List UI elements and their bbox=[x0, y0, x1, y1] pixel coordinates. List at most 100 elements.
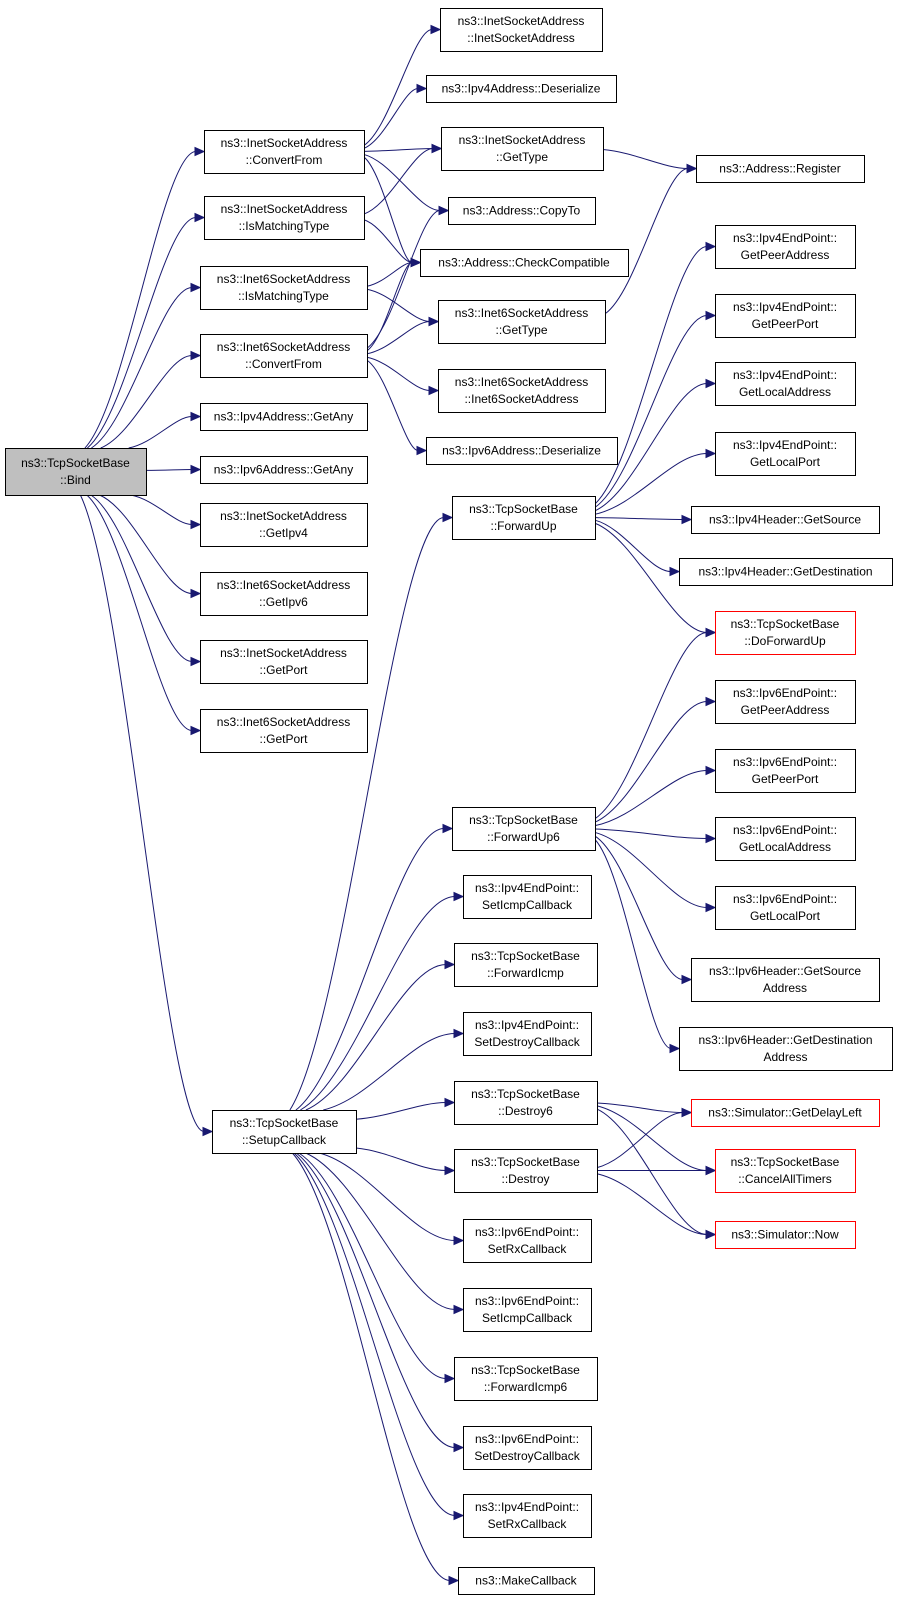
node-destroy[interactable]: ns3::TcpSocketBase::Destroy bbox=[454, 1149, 598, 1193]
edge-destroy6-to-sim-now bbox=[596, 1108, 717, 1240]
node-box bbox=[200, 572, 368, 616]
edge-fwdup6-to-ipv6h-dst bbox=[594, 839, 681, 1054]
node-ipv4-deser[interactable]: ns3::Ipv4Address::Deserialize bbox=[426, 75, 617, 103]
node-label: ns3::Ipv4EndPoint:: bbox=[733, 231, 837, 245]
node-label: ::GetIpv4 bbox=[259, 526, 308, 540]
node-isa-gettype[interactable]: ns3::InetSocketAddress::GetType bbox=[441, 127, 604, 171]
node-label: SetDestroyCallback bbox=[474, 1035, 580, 1049]
node-ep4-setrx[interactable]: ns3::Ipv4EndPoint::SetRxCallback bbox=[463, 1494, 592, 1538]
edge-fwdup6-to-ipv6h-src bbox=[594, 835, 693, 985]
edge-fwdup-to-ep4-peerport bbox=[594, 310, 717, 508]
node-box bbox=[452, 496, 596, 540]
edge-isa-cf-to-addr-check bbox=[363, 156, 422, 268]
node-i6sa-ctor[interactable]: ns3::Inet6SocketAddress::Inet6SocketAddr… bbox=[438, 369, 606, 413]
edge-fwdup6-to-ep6-peerport bbox=[594, 765, 717, 827]
node-addr-check[interactable]: ns3::Address::CheckCompatible bbox=[420, 249, 629, 277]
node-ep6-peerport[interactable]: ns3::Ipv6EndPoint::GetPeerPort bbox=[715, 749, 856, 793]
node-label: ns3::Inet6SocketAddress bbox=[217, 272, 350, 286]
node-box bbox=[715, 886, 856, 930]
node-ep4-localport[interactable]: ns3::Ipv4EndPoint::GetLocalPort bbox=[715, 432, 856, 476]
node-label: ns3::Ipv4EndPoint:: bbox=[733, 368, 837, 382]
node-fwdicmp[interactable]: ns3::TcpSocketBase::ForwardIcmp bbox=[454, 943, 598, 987]
node-addr-copyto[interactable]: ns3::Address::CopyTo bbox=[448, 197, 596, 225]
node-setup[interactable]: ns3::TcpSocketBase::SetupCallback bbox=[212, 1110, 357, 1154]
node-isa-ctor[interactable]: ns3::InetSocketAddress::InetSocketAddres… bbox=[440, 8, 603, 52]
node-i6sa-getport[interactable]: ns3::Inet6SocketAddress::GetPort bbox=[200, 709, 368, 753]
node-label: ns3::TcpSocketBase bbox=[230, 1116, 339, 1130]
node-sim-delay[interactable]: ns3::Simulator::GetDelayLeft bbox=[691, 1099, 880, 1127]
node-box bbox=[438, 300, 606, 344]
node-cancel-timers[interactable]: ns3::TcpSocketBase::CancelAllTimers bbox=[715, 1149, 856, 1193]
node-box bbox=[679, 558, 893, 586]
node-i6sa-getipv6[interactable]: ns3::Inet6SocketAddress::GetIpv6 bbox=[200, 572, 368, 616]
node-fwdup6[interactable]: ns3::TcpSocketBase::ForwardUp6 bbox=[452, 807, 596, 851]
edge-destroy6-to-sim-delay bbox=[596, 1102, 693, 1118]
edge-fwdup-to-ep4-localport bbox=[594, 448, 717, 515]
node-ipv6-any[interactable]: ns3::Ipv6Address::GetAny bbox=[200, 456, 368, 484]
edge-destroy-to-sim-now bbox=[596, 1173, 717, 1240]
node-box bbox=[715, 817, 856, 861]
node-label: ns3::Ipv4EndPoint:: bbox=[475, 881, 579, 895]
node-label: ns3::Inet6SocketAddress bbox=[455, 306, 588, 320]
node-makecb[interactable]: ns3::MakeCallback bbox=[458, 1567, 595, 1595]
node-fwdup[interactable]: ns3::TcpSocketBase::ForwardUp bbox=[452, 496, 596, 540]
node-dofwdup[interactable]: ns3::TcpSocketBase::DoForwardUp bbox=[715, 611, 856, 655]
node-box bbox=[715, 1149, 856, 1193]
edge-bind-to-i6sa-imt bbox=[91, 282, 202, 449]
edge-i6sa-cf-to-addr-copyto bbox=[366, 205, 450, 349]
node-ipv6-deser[interactable]: ns3::Ipv6Address::Deserialize bbox=[426, 437, 618, 465]
node-addr-register[interactable]: ns3::Address::Register bbox=[696, 155, 865, 183]
node-ep4-peerport[interactable]: ns3::Ipv4EndPoint::GetPeerPort bbox=[715, 294, 856, 338]
node-label: ns3::Inet6SocketAddress bbox=[217, 578, 350, 592]
edge-fwdup-to-ipv4h-src bbox=[594, 514, 693, 525]
node-label: ns3::Inet6SocketAddress bbox=[217, 340, 350, 354]
node-destroy6[interactable]: ns3::TcpSocketBase::Destroy6 bbox=[454, 1081, 598, 1125]
node-fwdicmp6[interactable]: ns3::TcpSocketBase::ForwardIcmp6 bbox=[454, 1357, 598, 1401]
node-box bbox=[715, 1221, 856, 1249]
edge-isa-cf-to-isa-ctor bbox=[363, 24, 442, 146]
node-label: ns3::TcpSocketBase bbox=[471, 1363, 580, 1377]
node-label: ns3::Ipv4Address::GetAny bbox=[214, 410, 353, 424]
node-label: ns3::TcpSocketBase bbox=[471, 1155, 580, 1169]
node-ipv4-any[interactable]: ns3::Ipv4Address::GetAny bbox=[200, 403, 368, 431]
node-box bbox=[200, 640, 368, 684]
edge-bind-to-i6sa-cf bbox=[100, 350, 202, 449]
node-label: ns3::Inet6SocketAddress bbox=[455, 375, 588, 389]
node-label: GetLocalPort bbox=[750, 909, 821, 923]
node-isa-getipv4[interactable]: ns3::InetSocketAddress::GetIpv4 bbox=[200, 503, 368, 547]
node-label: ns3::Address::Register bbox=[719, 162, 840, 176]
node-bind[interactable]: ns3::TcpSocketBase::Bind bbox=[5, 448, 147, 496]
node-ipv4h-src[interactable]: ns3::Ipv4Header::GetSource bbox=[691, 506, 880, 534]
node-ipv4h-dst[interactable]: ns3::Ipv4Header::GetDestination bbox=[679, 558, 893, 586]
node-label: ns3::Ipv4EndPoint:: bbox=[733, 438, 837, 452]
node-isa-cf[interactable]: ns3::InetSocketAddress::ConvertFrom bbox=[204, 130, 365, 174]
node-label: ::GetType bbox=[496, 150, 548, 164]
node-i6sa-imt[interactable]: ns3::Inet6SocketAddress::IsMatchingType bbox=[200, 266, 368, 310]
node-ep6-seticmp[interactable]: ns3::Ipv6EndPoint::SetIcmpCallback bbox=[463, 1288, 592, 1332]
node-label: ns3::Ipv6EndPoint:: bbox=[733, 686, 837, 700]
node-isa-getport[interactable]: ns3::InetSocketAddress::GetPort bbox=[200, 640, 368, 684]
node-label: ns3::InetSocketAddress bbox=[221, 202, 348, 216]
node-ep4-localaddr[interactable]: ns3::Ipv4EndPoint::GetLocalAddress bbox=[715, 362, 856, 406]
edge-i6sa-imt-to-i6sa-gettype bbox=[366, 288, 440, 327]
node-i6sa-gettype[interactable]: ns3::Inet6SocketAddress::GetType bbox=[438, 300, 606, 344]
node-label: ::DoForwardUp bbox=[744, 634, 826, 648]
node-box bbox=[426, 437, 618, 465]
node-ep6-localport[interactable]: ns3::Ipv6EndPoint::GetLocalPort bbox=[715, 886, 856, 930]
node-box bbox=[5, 448, 147, 496]
node-ep4-setdestroy[interactable]: ns3::Ipv4EndPoint::SetDestroyCallback bbox=[463, 1012, 592, 1056]
call-graph-nodes: ns3::TcpSocketBase::Bindns3::InetSocketA… bbox=[5, 8, 893, 1595]
node-ep6-setdestroy[interactable]: ns3::Ipv6EndPoint::SetDestroyCallback bbox=[463, 1426, 592, 1470]
node-label: ns3::Ipv6Header::GetDestination bbox=[698, 1033, 872, 1047]
node-label: ns3::InetSocketAddress bbox=[221, 136, 348, 150]
node-ep4-seticmp[interactable]: ns3::Ipv4EndPoint::SetIcmpCallback bbox=[463, 875, 592, 919]
node-ep6-localaddr[interactable]: ns3::Ipv6EndPoint::GetLocalAddress bbox=[715, 817, 856, 861]
node-sim-now[interactable]: ns3::Simulator::Now bbox=[715, 1221, 856, 1249]
node-ep6-peeraddr[interactable]: ns3::Ipv6EndPoint::GetPeerAddress bbox=[715, 680, 856, 724]
node-isa-imt[interactable]: ns3::InetSocketAddress::IsMatchingType bbox=[204, 196, 365, 240]
node-ep4-peeraddr[interactable]: ns3::Ipv4EndPoint::GetPeerAddress bbox=[715, 225, 856, 269]
node-i6sa-cf[interactable]: ns3::Inet6SocketAddress::ConvertFrom bbox=[200, 334, 368, 378]
node-ep6-setrx[interactable]: ns3::Ipv6EndPoint::SetRxCallback bbox=[463, 1219, 592, 1263]
